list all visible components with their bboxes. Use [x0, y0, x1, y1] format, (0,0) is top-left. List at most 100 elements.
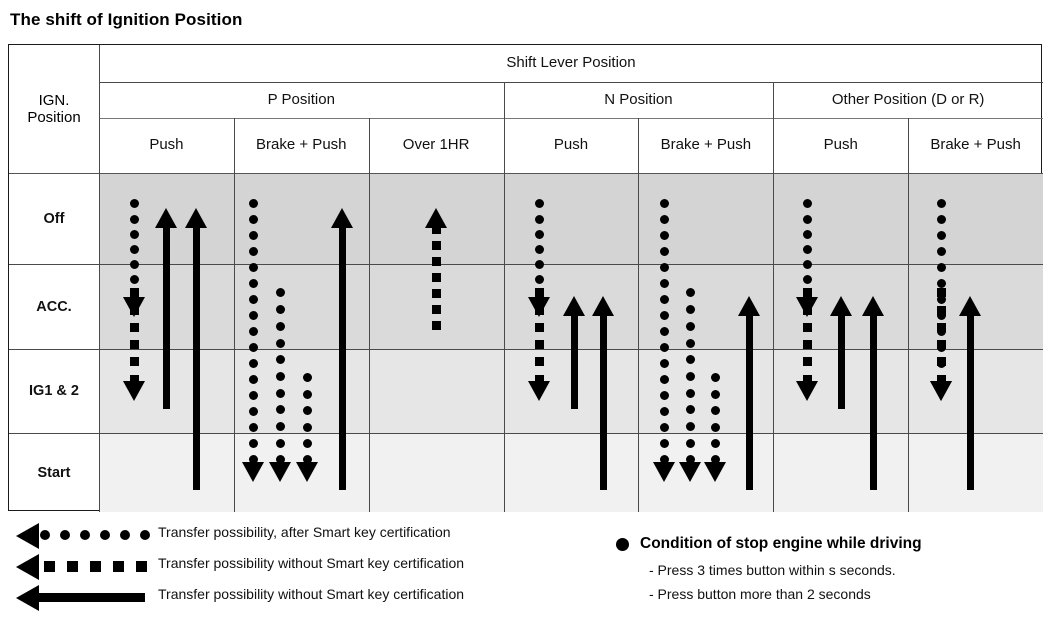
page-title: The shift of Ignition Position — [10, 10, 243, 29]
arrow-dot — [936, 231, 946, 241]
arrow-dot — [302, 438, 312, 448]
legend-item: Transfer possibility, after Smart key ce… — [10, 520, 570, 551]
row-band-off — [99, 173, 1043, 264]
arrow-dot — [659, 247, 669, 257]
arrow-dot — [936, 199, 946, 209]
arrow-dot — [129, 229, 139, 239]
arrow-dot — [302, 389, 312, 399]
arrow-dot — [710, 455, 720, 465]
arrow-head — [592, 296, 614, 317]
legend-dot — [120, 530, 130, 540]
arrow-shaft — [837, 316, 845, 410]
arrow-dash — [431, 272, 441, 282]
arrow-dot — [659, 343, 669, 353]
legend-label: Transfer possibility without Smart key c… — [158, 555, 465, 571]
arrow-dot — [248, 279, 258, 289]
arrow-dot — [936, 294, 946, 304]
arrow-dot — [248, 375, 258, 385]
arrow-head — [704, 461, 726, 482]
arrow-dash — [802, 288, 812, 298]
grid-line — [99, 82, 1043, 83]
grid-line — [9, 173, 1043, 174]
header-col-2-over-1hr: Over 1HR — [402, 136, 470, 154]
arrow-dot — [710, 438, 720, 448]
arrow-dash — [802, 374, 812, 384]
arrow-dot — [936, 247, 946, 257]
legend-label: Transfer possibility without Smart key c… — [158, 586, 465, 602]
arrow-dot — [534, 244, 544, 254]
arrow-dot — [685, 371, 695, 381]
grid-line — [9, 349, 1043, 350]
header-col-0-push: Push — [149, 136, 184, 154]
grid-line — [99, 45, 100, 512]
grid-line — [503, 82, 505, 512]
header-ign-position-line: Position — [27, 109, 81, 126]
arrow-dot — [129, 244, 139, 254]
arrow-dot — [710, 406, 720, 416]
grid-line — [638, 118, 640, 512]
arrow-dot — [659, 455, 669, 465]
arrow-dash — [129, 374, 139, 384]
arrow-dot — [710, 373, 720, 383]
arrow-head — [185, 207, 207, 228]
arrow-shaft — [192, 227, 200, 490]
arrow-dash — [129, 305, 139, 315]
arrow-dot — [659, 231, 669, 241]
grid-line — [908, 118, 910, 512]
arrow-dot — [248, 295, 258, 305]
legend-dash — [90, 561, 101, 572]
arrow-dot — [936, 310, 946, 320]
arrow-dot — [659, 327, 669, 337]
arrow-dot — [248, 455, 258, 465]
legend-dot — [80, 530, 90, 540]
arrow-dot — [659, 375, 669, 385]
arrow-dot — [302, 406, 312, 416]
arrow-dash — [534, 357, 544, 367]
legend-dash — [67, 561, 78, 572]
arrow-dot — [936, 279, 946, 289]
arrow-dot — [275, 422, 285, 432]
arrow-dot — [659, 391, 669, 401]
arrow-head — [930, 381, 952, 402]
arrow-dash — [936, 288, 946, 298]
legend-arrow-head-icon — [16, 585, 39, 611]
grid-line — [9, 433, 1043, 434]
arrow-head — [959, 296, 981, 317]
arrow-head — [653, 461, 675, 482]
arrow-dot — [248, 391, 258, 401]
legend-right-title-text: Condition of stop engine while driving — [640, 535, 922, 552]
arrow-shaft — [869, 316, 877, 490]
arrow-dot — [802, 229, 812, 239]
legend-dot — [60, 530, 70, 540]
arrow-dash — [534, 305, 544, 315]
arrow-dot — [659, 199, 669, 209]
header-col-1-brake-push: Brake + Push — [256, 136, 347, 154]
arrow-dot — [685, 305, 695, 315]
header-group-n-position: N Position — [604, 90, 673, 108]
arrow-dot — [248, 327, 258, 337]
grid-line — [233, 118, 235, 512]
header-col-4-brake-push: Brake + Push — [660, 136, 752, 154]
arrow-dash — [129, 322, 139, 332]
header-group-other-position-d-or-r-: Other Position (D or R) — [831, 90, 985, 108]
legend-condition-item: - Press button more than 2 seconds — [649, 586, 871, 603]
arrow-dash — [936, 357, 946, 367]
arrow-dash — [129, 288, 139, 298]
arrow-dot — [534, 275, 544, 285]
legend-arrow-head-icon — [16, 523, 39, 549]
arrow-shaft — [570, 316, 578, 410]
row-label-acc-: ACC. — [36, 298, 72, 315]
arrow-head — [862, 296, 884, 317]
arrow-dot — [248, 263, 258, 273]
arrow-dot — [659, 439, 669, 449]
arrow-shaft — [745, 316, 753, 490]
arrow-dot — [685, 321, 695, 331]
arrow-head — [296, 461, 318, 482]
row-label-start: Start — [37, 464, 71, 481]
arrow-dash — [129, 340, 139, 350]
arrow-head — [796, 381, 818, 402]
arrow-head — [331, 207, 353, 228]
arrow-head — [123, 381, 145, 402]
arrow-dash — [936, 305, 946, 315]
